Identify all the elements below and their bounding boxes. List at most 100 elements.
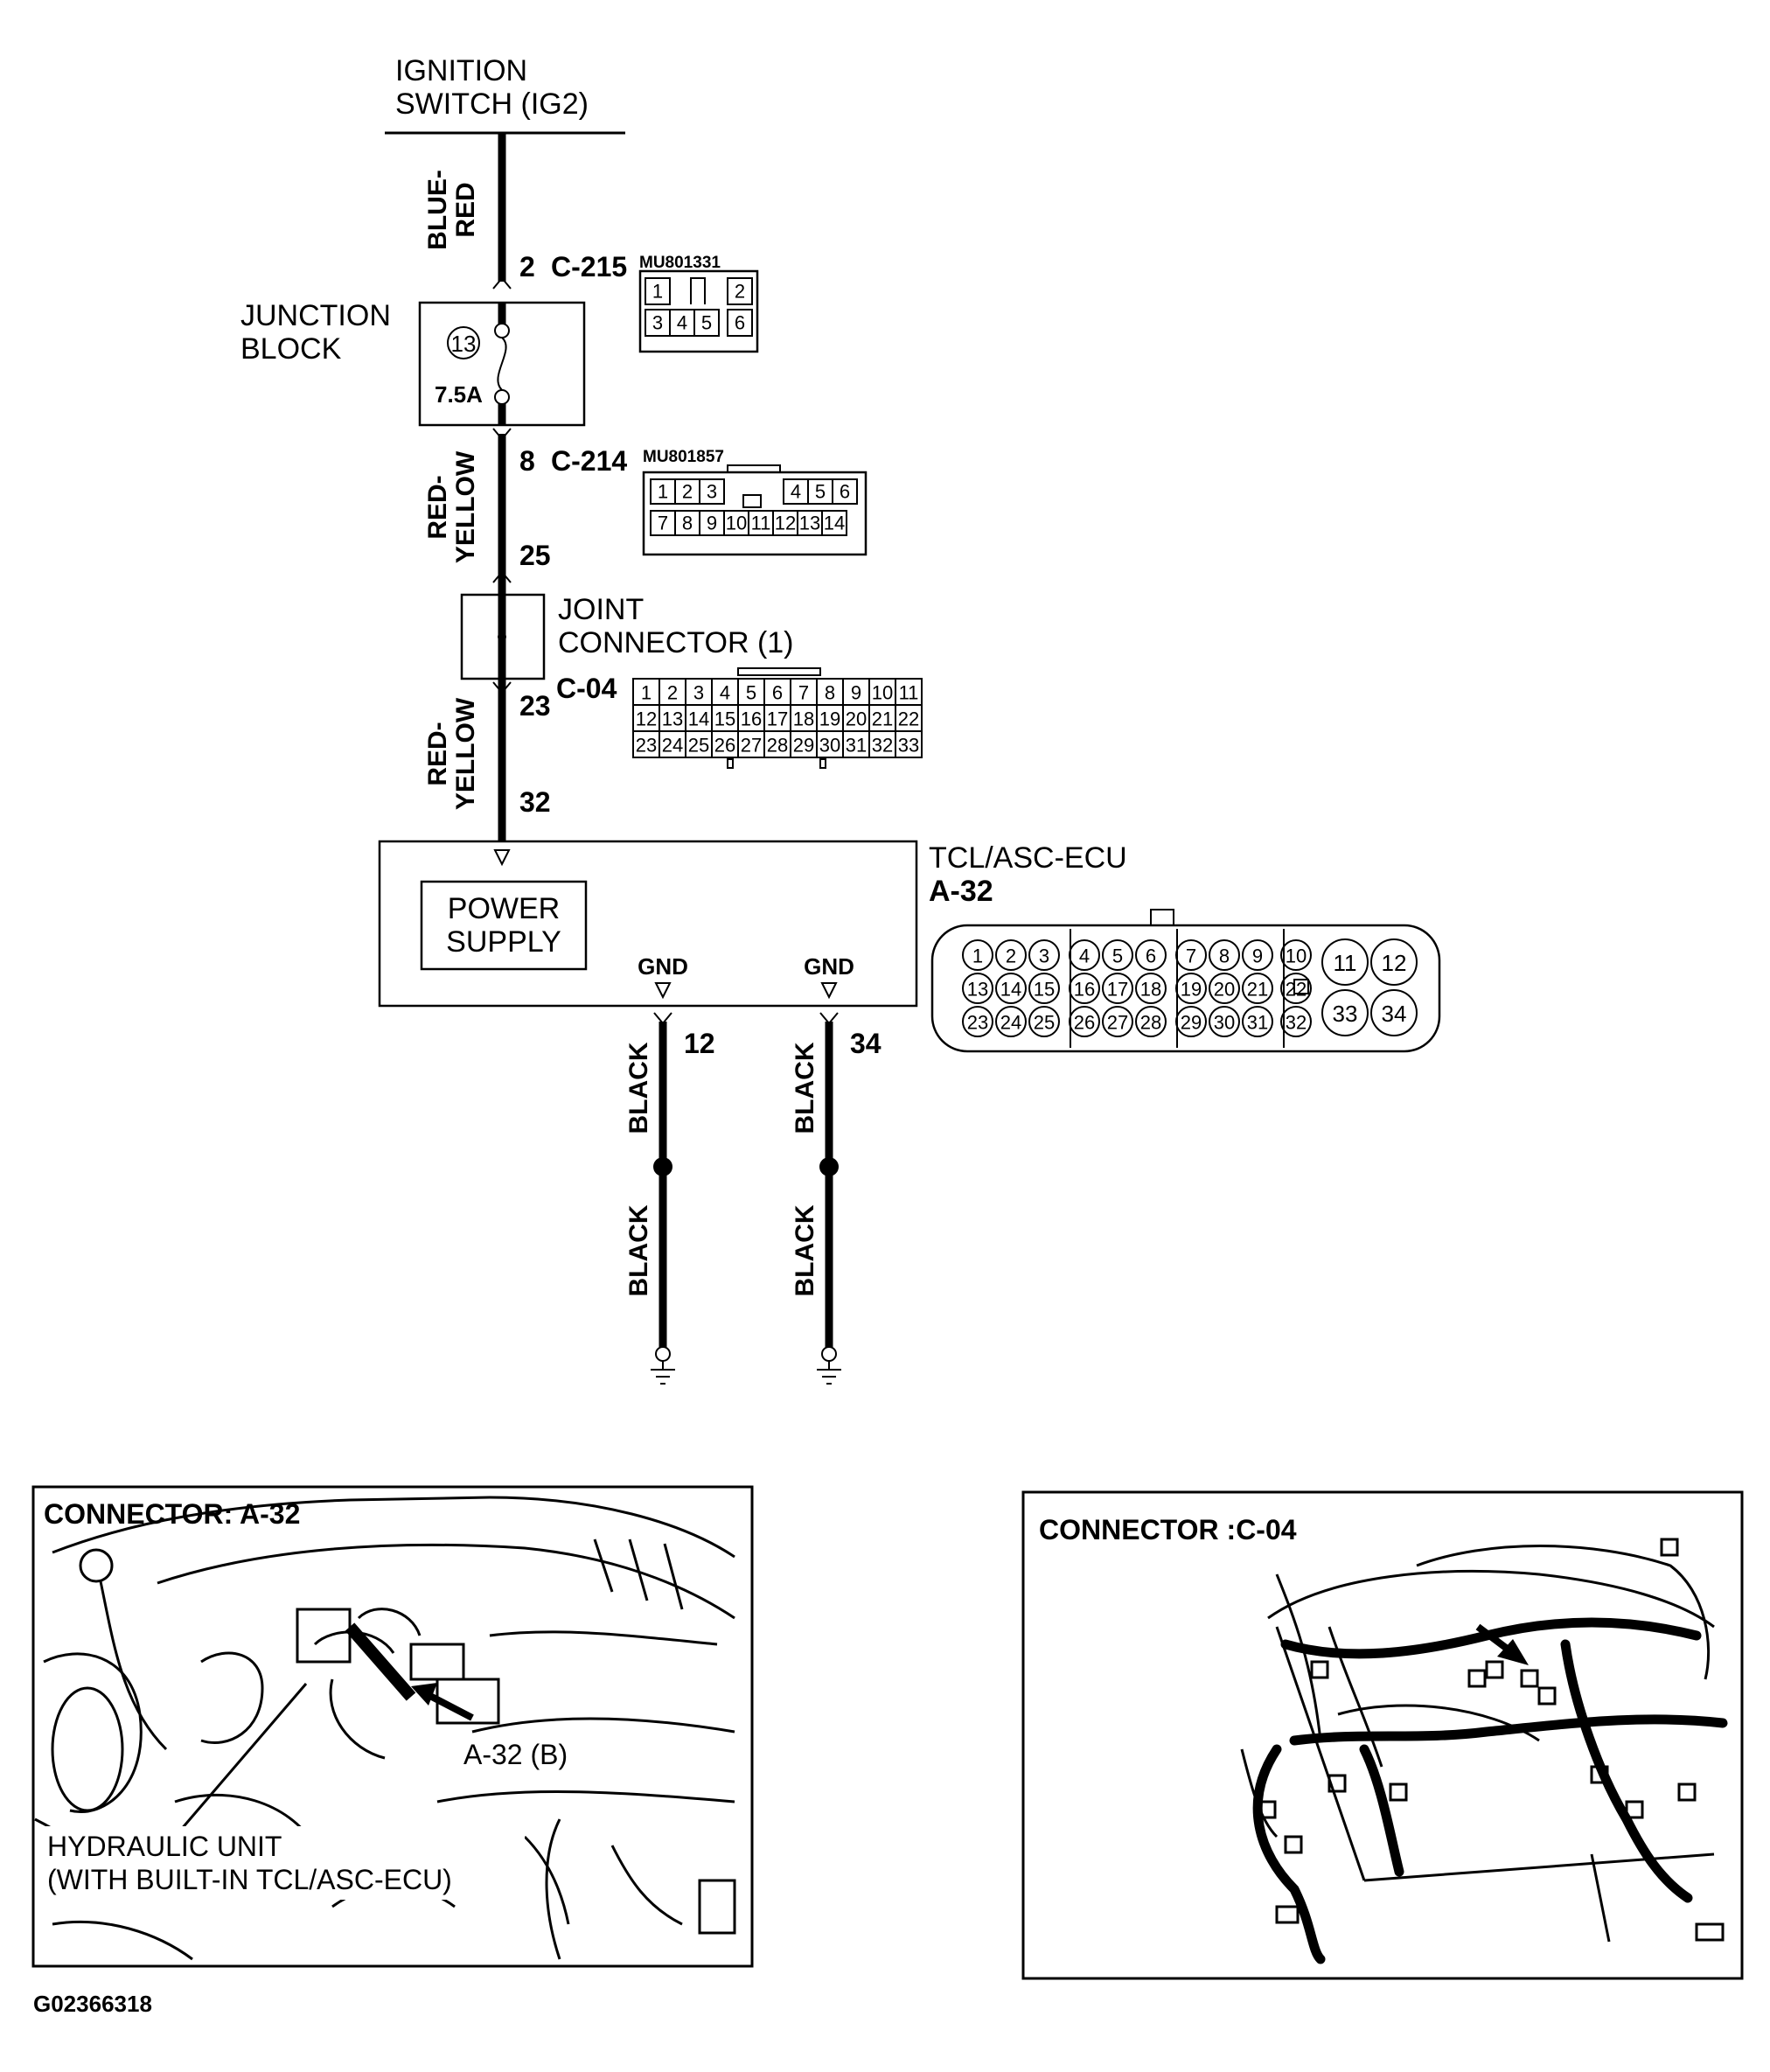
c04-pin-number: 25 bbox=[688, 735, 709, 757]
c215-part-number: MU801331 bbox=[639, 254, 721, 272]
fuse-number-circle bbox=[447, 326, 480, 359]
a32-pin-number: 25 bbox=[1034, 1012, 1055, 1034]
svg-text:2: 2 bbox=[682, 481, 693, 503]
c214-name: C-214 bbox=[551, 445, 627, 477]
svg-text:BLUE-: BLUE- bbox=[423, 170, 452, 250]
a32-pin-number: 19 bbox=[1181, 979, 1202, 1001]
a32-pin-number: 2 bbox=[1006, 945, 1016, 967]
fuse-rating: 7.5A bbox=[435, 381, 483, 408]
junction-block-label-1: JUNCTION bbox=[240, 299, 391, 332]
connector-c04-panel: CONNECTOR :C-04 bbox=[1021, 1490, 1744, 1980]
a32-pin bbox=[1135, 1006, 1167, 1037]
c214-pin: 8 bbox=[519, 445, 535, 477]
a32-pin bbox=[1102, 973, 1133, 1004]
wire-label-red-yellow-bottom: RED- YELLOW bbox=[423, 697, 480, 810]
c04-pin-number: 1 bbox=[641, 682, 652, 704]
a32-pin-number: 29 bbox=[1181, 1012, 1202, 1034]
a32-pin bbox=[995, 973, 1027, 1004]
c214-part-number: MU801857 bbox=[643, 448, 724, 466]
wire-label-black-2: BLACK bbox=[791, 1042, 819, 1134]
a32-pin-number: 1 bbox=[972, 945, 983, 967]
a32-pin bbox=[1321, 938, 1369, 986]
svg-text:10: 10 bbox=[726, 513, 747, 534]
c04-pin-number: 18 bbox=[793, 708, 814, 730]
svg-text:5: 5 bbox=[701, 312, 712, 334]
a32-pin bbox=[962, 1006, 993, 1037]
c04-pin-number: 8 bbox=[825, 682, 835, 704]
a32-pin-number: 28 bbox=[1140, 1012, 1161, 1034]
gnd2-triangle bbox=[820, 982, 838, 1000]
a32-pin bbox=[1280, 939, 1312, 971]
a32-pin-number: 17 bbox=[1107, 979, 1128, 1001]
c04-pin-number: 10 bbox=[872, 682, 893, 704]
c214-face: 1 2 3 4 5 6 7 8 9 10 11 12 13 14 bbox=[642, 464, 868, 556]
joint-connector-label-1: JOINT bbox=[558, 593, 644, 626]
figure-id: G02366318 bbox=[33, 1991, 152, 2017]
svg-text:8: 8 bbox=[682, 513, 693, 534]
a32-pin-number: 13 bbox=[967, 979, 988, 1001]
joint-connector-label-2: CONNECTOR (1) bbox=[558, 626, 794, 659]
c04-pin-number: 13 bbox=[662, 708, 683, 730]
gnd1-pin: 12 bbox=[684, 1028, 715, 1059]
c04-pin-number: 20 bbox=[846, 708, 867, 730]
svg-text:1: 1 bbox=[658, 481, 668, 503]
c04-pin-number: 27 bbox=[741, 735, 762, 757]
svg-text:13: 13 bbox=[799, 513, 820, 534]
a32-pin bbox=[1102, 939, 1133, 971]
power-supply-label-1: POWER bbox=[448, 892, 560, 925]
a32-pin bbox=[1321, 989, 1369, 1036]
svg-text:6: 6 bbox=[735, 312, 745, 334]
ecu-connector-id: A-32 bbox=[929, 875, 993, 908]
fuse-number: 13 bbox=[451, 331, 477, 357]
c215-name: C-215 bbox=[551, 251, 627, 283]
a32-pin-number: 8 bbox=[1219, 945, 1230, 967]
a32-pin bbox=[962, 939, 993, 971]
a32-pin bbox=[1209, 939, 1240, 971]
c04-pin-cell bbox=[895, 730, 923, 758]
a32-pin-number: 34 bbox=[1382, 1001, 1407, 1027]
svg-text:4: 4 bbox=[677, 312, 687, 334]
a32-pin-number: 21 bbox=[1247, 979, 1268, 1001]
a32-pin bbox=[1209, 1006, 1240, 1037]
svg-text:7: 7 bbox=[658, 513, 668, 534]
svg-text:3: 3 bbox=[707, 481, 717, 503]
c04-pin-number: 22 bbox=[898, 708, 919, 730]
c04-pin-number: 9 bbox=[851, 682, 861, 704]
a32-pin bbox=[1242, 1006, 1273, 1037]
a32-pin-number: 33 bbox=[1333, 1001, 1358, 1027]
c04-pin-number: 4 bbox=[720, 682, 730, 704]
panel-a32-callout: A-32 (B) bbox=[463, 1739, 568, 1770]
joint-pin-32: 32 bbox=[519, 786, 551, 818]
a32-pin bbox=[1370, 938, 1418, 986]
gnd2-pin: 34 bbox=[850, 1028, 882, 1059]
c04-pin-number: 6 bbox=[772, 682, 783, 704]
a32-pin-number: 11 bbox=[1334, 950, 1357, 976]
c04-pin-number: 3 bbox=[693, 682, 704, 704]
ecu-name: TCL/ASC-ECU bbox=[929, 841, 1127, 875]
wire-label-blue-red: BLUE- RED bbox=[423, 170, 480, 250]
a32-pin bbox=[1069, 939, 1100, 971]
a32-pin bbox=[962, 973, 993, 1004]
power-supply-box bbox=[420, 880, 588, 971]
c04-pin-number: 2 bbox=[667, 682, 678, 704]
c04-pin-number: 30 bbox=[819, 735, 840, 757]
c04-pin-number: 28 bbox=[767, 735, 788, 757]
c215-face: 1 2 3 4 5 6 bbox=[638, 269, 759, 353]
splice-dot-2 bbox=[819, 1157, 839, 1176]
svg-text:12: 12 bbox=[775, 513, 796, 534]
joint-pin-23: 23 bbox=[519, 690, 551, 722]
fuse-icon bbox=[494, 303, 510, 425]
svg-text:9: 9 bbox=[707, 513, 717, 534]
c04-pin-number: 5 bbox=[746, 682, 756, 704]
panel-a32-label-2: (WITH BUILT-IN TCL/ASC-ECU) bbox=[47, 1864, 452, 1895]
a32-pin bbox=[1370, 989, 1418, 1036]
a32-pin bbox=[1135, 973, 1167, 1004]
a32-pin-number: 12 bbox=[1382, 950, 1407, 976]
a32-pin-number: 24 bbox=[1000, 1012, 1021, 1034]
svg-text:6: 6 bbox=[840, 481, 850, 503]
svg-text:5: 5 bbox=[815, 481, 826, 503]
c214-pin-25: 25 bbox=[519, 540, 551, 571]
junction-block-label-2: BLOCK bbox=[240, 332, 342, 366]
a32-pin bbox=[1102, 1006, 1133, 1037]
